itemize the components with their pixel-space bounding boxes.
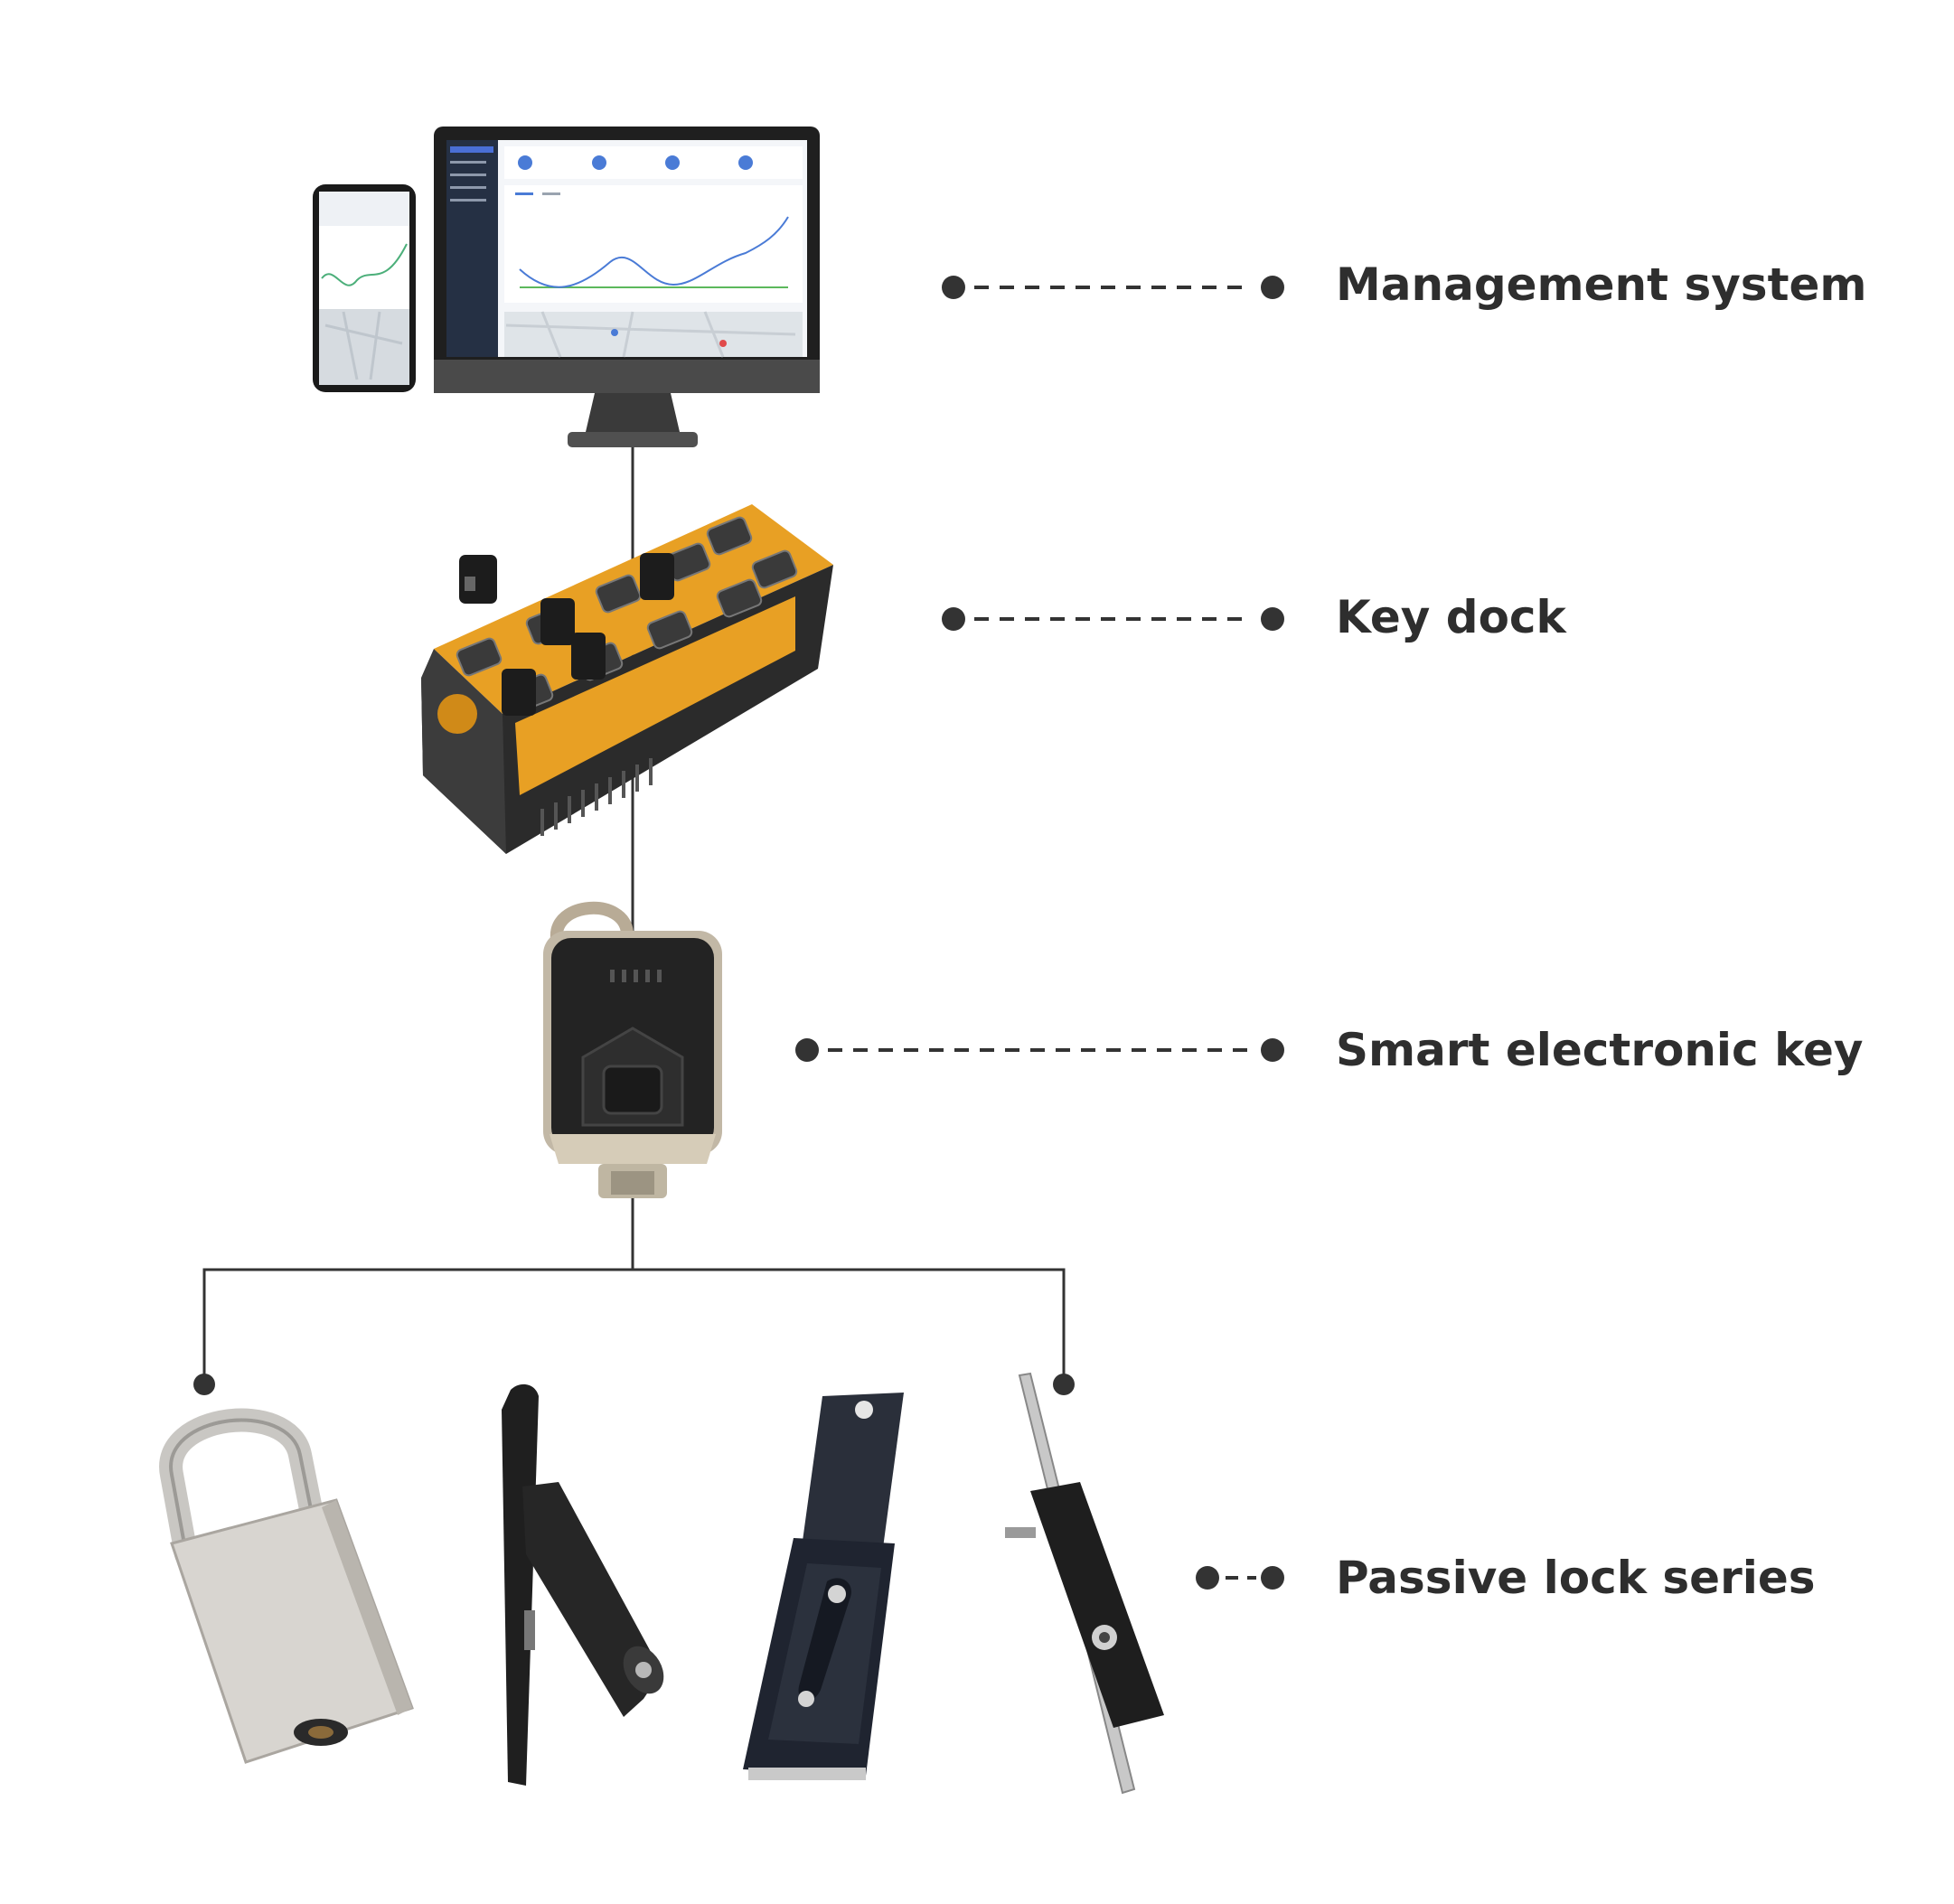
branch-dot-right (1053, 1374, 1075, 1395)
smart-key-icon (543, 901, 722, 1198)
padlock-icon (159, 1408, 414, 1764)
leader-management (942, 276, 1284, 299)
branch-dot-left (193, 1374, 215, 1395)
desktop-monitor-icon (434, 127, 820, 447)
label-smart-electronic-key: Smart electronic key (1336, 1024, 1864, 1076)
leader-passive-lock (1196, 1566, 1284, 1590)
label-management-system: Management system (1336, 258, 1866, 311)
label-passive-lock-series: Passive lock series (1336, 1552, 1816, 1604)
branch-to-locks (202, 1268, 1066, 1383)
label-key-dock: Key dock (1336, 591, 1568, 643)
cabinet-handle-lock-icon (502, 1383, 664, 1786)
rod-lock-icon (1005, 1372, 1164, 1795)
panel-lock-icon (743, 1393, 904, 1780)
smartphone-icon (313, 184, 416, 392)
leader-key-dock (942, 607, 1284, 631)
key-dock-icon (421, 504, 833, 854)
leader-smart-key (795, 1038, 1284, 1062)
